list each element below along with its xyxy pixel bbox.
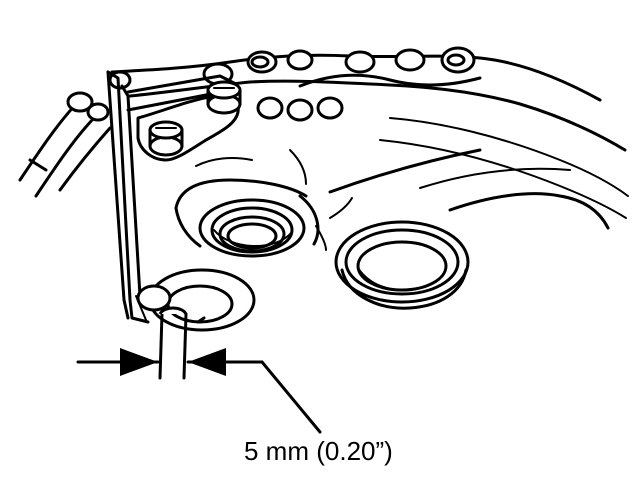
housing-left-flange bbox=[18, 91, 112, 198]
locating-pin-rod bbox=[135, 284, 188, 380]
bracket-with-bolts bbox=[136, 80, 242, 162]
bore-seal-large bbox=[334, 220, 470, 310]
dimension-arrows bbox=[76, 348, 322, 434]
oil-seal-small bbox=[198, 198, 306, 258]
housing-inner-contours bbox=[174, 149, 327, 251]
shim-washer bbox=[148, 268, 256, 332]
dimension-label: 5 mm (0.20”) bbox=[244, 436, 393, 466]
